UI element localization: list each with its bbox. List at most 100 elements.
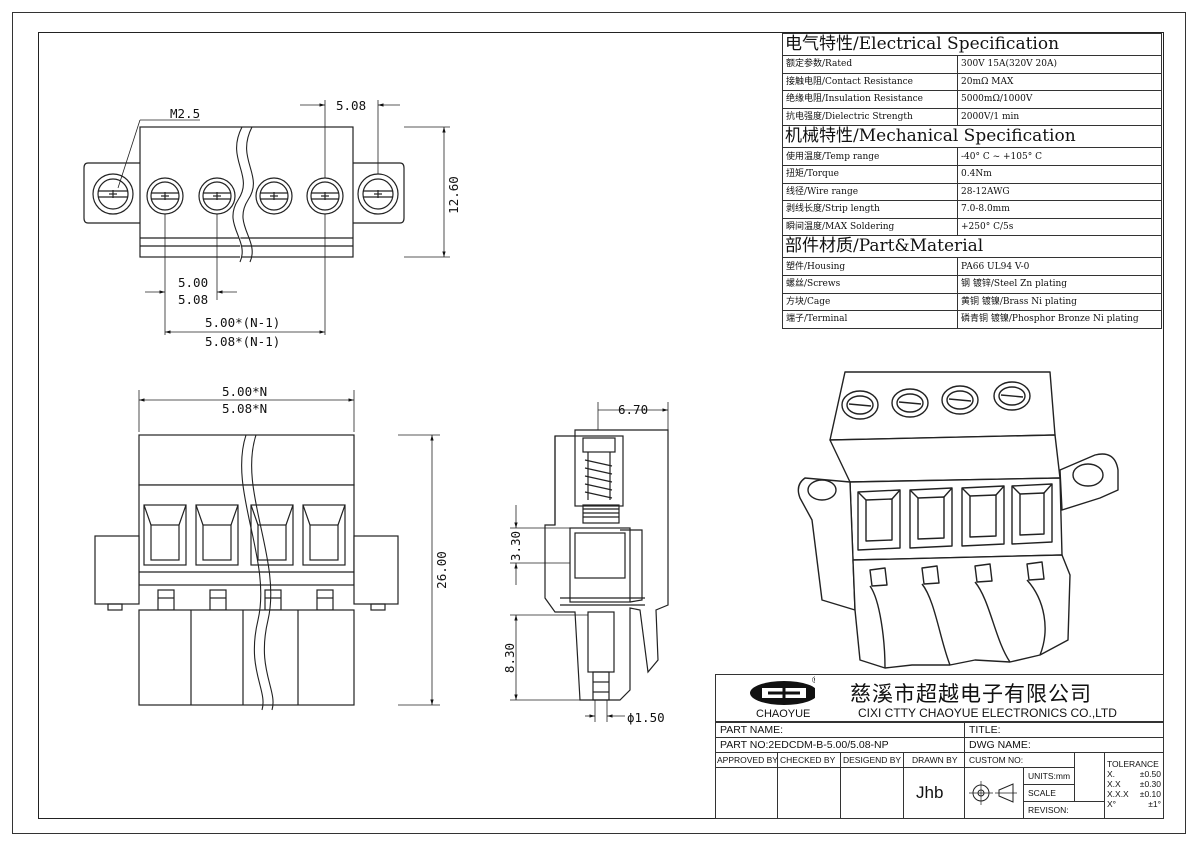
- dim-1260: 12.60: [446, 176, 461, 214]
- front-view-dimensions: [138, 390, 440, 706]
- spec-key: 抗电强度/Dielectric Strength: [782, 107, 958, 127]
- dim-670: 6.70: [618, 402, 648, 417]
- tolerance-row: X.X ±0.30: [1107, 779, 1161, 789]
- top-view: [83, 126, 405, 263]
- spec-value: 钢 镀锌/Steel Zn plating: [957, 274, 1162, 294]
- title-block: ® CHAOYUE 慈溪市超越电子有限公司 CIXI CTTY CHAOYUE …: [715, 674, 1164, 819]
- spec-value: 5000mΩ/1000V: [957, 90, 1162, 109]
- checked-by-value: [777, 767, 841, 819]
- spec-key: 绝缘电阻/Insulation Resistance: [782, 90, 958, 109]
- spec-key: 塑件/Housing: [782, 257, 958, 276]
- tolerance-key: X.X: [1107, 779, 1121, 789]
- tolerance-title: TOLERANCE: [1107, 759, 1159, 769]
- scale-cell: SCALE: [1023, 784, 1075, 802]
- spec-value: +250° C/5s: [957, 217, 1162, 237]
- dwg-name-cell: DWG NAME:: [964, 737, 1164, 753]
- spec-key: 使用温度/Temp range: [782, 147, 958, 166]
- spec-row: 瞬间温度/MAX Soldering+250° C/5s: [782, 217, 1162, 237]
- part-name-cell: PART NAME:: [715, 722, 965, 738]
- custom-no-cell: CUSTOM NO:: [964, 752, 1075, 768]
- dim-d150: ϕ1.50: [627, 710, 665, 725]
- spec-value: 28-12AWG: [957, 182, 1162, 202]
- spec-value: 300V 15A(320V 20A): [957, 55, 1162, 74]
- dim-508-top: 5.08: [336, 98, 366, 113]
- tolerance-key: X.: [1107, 769, 1116, 779]
- electrical-spec-title: 电气特性/Electrical Specification: [782, 33, 1162, 56]
- iso-screws: [841, 381, 1031, 420]
- dim-500: 5.00: [178, 275, 208, 290]
- approved-by-value: [715, 767, 778, 819]
- spec-key: 方块/Cage: [782, 292, 958, 312]
- iso-openings: [857, 483, 1053, 551]
- revision-cell: REVISON:: [1023, 801, 1105, 819]
- spec-value: 0.4Nm: [957, 164, 1162, 184]
- spec-key: 额定参数/Rated: [782, 55, 958, 74]
- custom-no-value: [1074, 752, 1105, 802]
- spec-value: -40° C ~ +105° C: [957, 147, 1162, 166]
- spec-key: 端子/Terminal: [782, 310, 958, 329]
- spec-value: PA66 UL94 V-0: [957, 257, 1162, 276]
- projection-symbol-cell: [964, 767, 1024, 819]
- spec-row: 使用温度/Temp range-40° C ~ +105° C: [782, 147, 1162, 166]
- specification-table: 电气特性/Electrical Specification 额定参数/Rated…: [782, 33, 1162, 329]
- spec-value: 黄铜 镀镍/Brass Ni plating: [957, 292, 1162, 312]
- tolerance-value: ±0.10: [1139, 789, 1161, 799]
- spec-value: 2000V/1 min: [957, 107, 1162, 127]
- spec-key: 螺丝/Screws: [782, 274, 958, 294]
- tolerance-key: X°: [1107, 799, 1117, 809]
- logo-cell: ® CHAOYUE: [715, 674, 815, 722]
- spec-value: 7.0-8.0mm: [957, 200, 1162, 219]
- tolerance-cell: TOLERANCE X. ±0.50 X.X ±0.30 X.X.X ±0.10 X°…: [1104, 752, 1164, 819]
- designed-by-label: DESIGEND BY: [840, 752, 904, 768]
- top-view-dimensions: [117, 100, 450, 335]
- tolerance-value: ±0.50: [1139, 769, 1161, 779]
- outer-frame: [12, 12, 1186, 834]
- tolerance-value: ±0.30: [1139, 779, 1161, 789]
- spec-value: 磷青铜 镀镍/Phosphor Bronze Ni plating: [957, 310, 1162, 329]
- dim-830: 8.30: [502, 643, 517, 673]
- dim-508: 5.08: [178, 292, 208, 307]
- front-view: [94, 434, 399, 711]
- dim-n-500: 5.00*N: [222, 384, 267, 399]
- projection-symbol-icon: [969, 781, 1017, 805]
- dim-n-508: 5.08*N: [222, 401, 267, 416]
- dim-m25: M2.5: [170, 106, 200, 121]
- spec-key: 线径/Wire range: [782, 182, 958, 202]
- tolerance-row: X.X.X ±0.10: [1107, 789, 1161, 799]
- part-no-cell: PART NO:2EDCDM-B-5.00/5.08-NP: [715, 737, 965, 753]
- title-cell: TITLE:: [964, 722, 1164, 738]
- tolerance-key: X.X.X: [1107, 789, 1129, 799]
- logo-text: CHAOYUE: [756, 708, 811, 720]
- dim-2600: 26.00: [434, 551, 449, 589]
- designed-by-value: [840, 767, 904, 819]
- drawn-by-label: DRAWN BY: [903, 752, 965, 768]
- company-name-en: CIXI CTTY CHAOYUE ELECTRONICS CO.,LTD: [858, 706, 1117, 720]
- units-cell: UNITS:mm: [1023, 767, 1075, 785]
- registered-mark: ®: [812, 675, 815, 685]
- dim-330: 3.30: [508, 531, 523, 561]
- spec-key: 接触电阻/Contact Resistance: [782, 72, 958, 92]
- company-name-cn: 慈溪市超越电子有限公司: [850, 682, 1092, 706]
- tolerance-value: ±1°: [1148, 799, 1161, 809]
- drawn-by-value: Jhb: [903, 767, 965, 819]
- chaoyue-logo-icon: [750, 681, 815, 705]
- dim-n1-508: 5.08*(N-1): [205, 334, 280, 349]
- tolerance-row: X° ±1°: [1107, 799, 1161, 809]
- inner-frame: [38, 32, 1164, 819]
- tolerance-row: X. ±0.50: [1107, 769, 1161, 779]
- mechanical-spec-title: 机械特性/Mechanical Specification: [782, 125, 1162, 149]
- company-cell: 慈溪市超越电子有限公司 CIXI CTTY CHAOYUE ELECTRONIC…: [814, 674, 1164, 722]
- spec-value: 20mΩ MAX: [957, 72, 1162, 92]
